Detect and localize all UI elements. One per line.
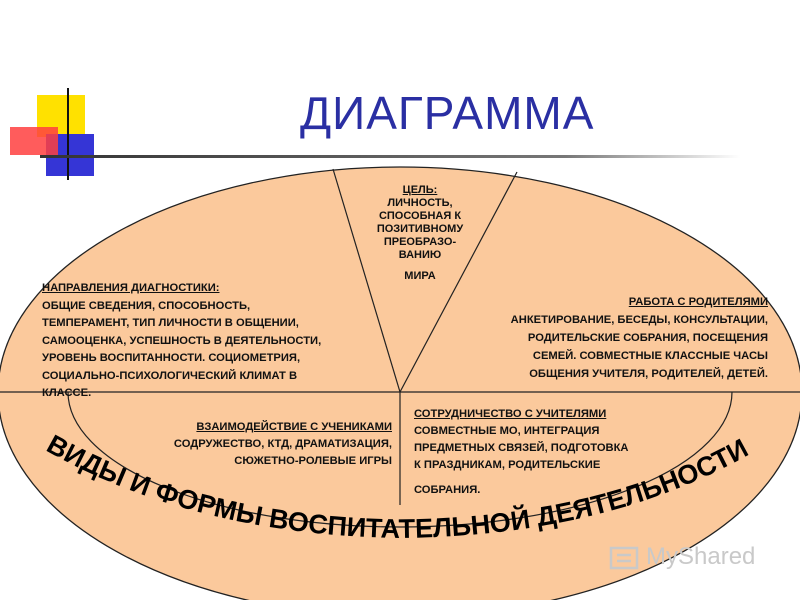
- main-ellipse: [0, 166, 800, 600]
- diagnostics-line: СОЦИАЛЬНО-ПСИХОЛОГИЧЕСКИЙ КЛИМАТ В: [42, 369, 298, 382]
- diagnostics-block: НАПРАВЛЕНИЯ ДИАГНОСТИКИ: ОБЩИЕ СВЕДЕНИЯ,…: [42, 280, 387, 403]
- goal-line: ПРЕОБРАЗО-: [383, 236, 457, 248]
- diagnostics-heading: НАПРАВЛЕНИЯ ДИАГНОСТИКИ:: [42, 282, 220, 294]
- students-line: СЮЖЕТНО-РОЛЕВЫЕ ИГРЫ: [234, 455, 392, 467]
- wedge-line-right: [399, 171, 518, 393]
- teachers-heading: СОТРУДНИЧЕСТВО С УЧИТЕЛЯМИ: [414, 408, 607, 420]
- goal-line: ЛИЧНОСТЬ,: [387, 197, 453, 209]
- goal-line: СПОСОБНАЯ К: [378, 210, 462, 222]
- students-block: ВЗАИМОДЕЙСТВИЕ С УЧЕНИКАМИ СОДРУЖЕСТВО, …: [110, 419, 392, 470]
- teachers-line: К ПРАЗДНИКАМ, РОДИТЕЛЬСКИЕ: [414, 459, 601, 471]
- teachers-block: СОТРУДНИЧЕСТВО С УЧИТЕЛЯМИ СОВМЕСТНЫЕ МО…: [414, 406, 714, 499]
- parents-block: РАБОТА С РОДИТЕЛЯМИ АНКЕТИРОВАНИЕ, БЕСЕД…: [438, 293, 768, 383]
- parents-line: АНКЕТИРОВАНИЕ, БЕСЕДЫ, КОНСУЛЬТАЦИИ,: [510, 314, 768, 326]
- parents-line: ОБЩЕНИЯ УЧИТЕЛЯ, РОДИТЕЛЕЙ, ДЕТЕЙ.: [529, 368, 768, 380]
- wedge-line-left: [332, 168, 401, 393]
- page-title: ДИАГРАММА: [300, 87, 595, 139]
- teachers-line: ПРЕДМЕТНЫХ СВЯЗЕЙ, ПОДГОТОВКА: [414, 442, 629, 454]
- parents-heading: РАБОТА С РОДИТЕЛЯМИ: [628, 296, 768, 308]
- goal-line: ПОЗИТИВНОМУ: [376, 223, 464, 235]
- teachers-line: СОВМЕСТНЫЕ МО, ИНТЕГРАЦИЯ: [414, 425, 600, 437]
- diagnostics-line: УРОВЕНЬ ВОСПИТАННОСТИ. СОЦИОМЕТРИЯ,: [42, 352, 301, 364]
- goal-line: ВАНИЮ: [398, 249, 442, 261]
- parents-line: СЕМЕЙ. СОВМЕСТНЫЕ КЛАССНЫЕ ЧАСЫ: [532, 350, 768, 362]
- diagnostics-line: ОБЩИЕ СВЕДЕНИЯ, СПОСОБНОСТЬ,: [42, 299, 251, 312]
- inner-arc: [67, 391, 733, 528]
- diagnostics-line: САМООЦЕНКА, УСПЕШНОСТЬ В ДЕЯТЕЛЬНОСТИ,: [42, 334, 322, 347]
- deco-red-square: [10, 127, 58, 155]
- parents-line: РОДИТЕЛЬСКИЕ СОБРАНИЯ, ПОСЕЩЕНИЯ: [527, 332, 768, 344]
- diagnostics-line: КЛАССЕ.: [42, 387, 92, 399]
- title-underline: [40, 155, 740, 158]
- students-heading: ВЗАИМОДЕЙСТВИЕ С УЧЕНИКАМИ: [196, 421, 392, 433]
- students-line: СОДРУЖЕСТВО, КТД, ДРАМАТИЗАЦИЯ,: [173, 438, 392, 450]
- teachers-line: СОБРАНИЯ.: [414, 484, 481, 496]
- watermark-text: MyShared: [646, 543, 756, 570]
- goal-line: МИРА: [404, 270, 436, 282]
- goal-heading: ЦЕЛЬ:: [402, 184, 438, 196]
- myshared-logo-icon: [609, 546, 639, 570]
- diagnostics-line: ТЕМПЕРАМЕНТ, ТИП ЛИЧНОСТИ В ОБЩЕНИИ,: [42, 317, 299, 329]
- goal-block: ЦЕЛЬ: ЛИЧНОСТЬ, СПОСОБНАЯ К ПОЗИТИВНОМУ …: [358, 184, 482, 283]
